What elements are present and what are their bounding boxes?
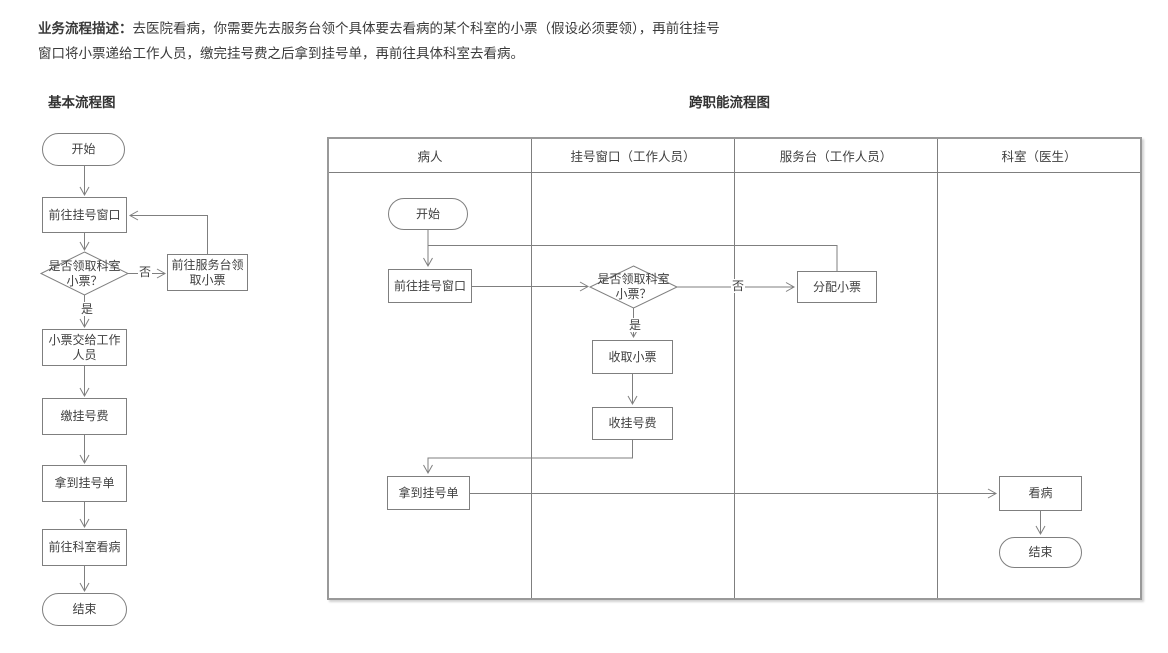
- lane-body-patient: [329, 173, 531, 598]
- swimlane-collect-ticket-step: 收取小票: [592, 340, 673, 374]
- swimlane-no-edge-label: 否: [731, 279, 746, 293]
- swimlane-assign-ticket-step: 分配小票: [797, 271, 877, 303]
- lane-service-desk: 服务台（工作人员）: [735, 139, 938, 598]
- swimlane-flowchart-title: 跨职能流程图: [689, 95, 770, 110]
- basic-goto-department-step: 前往科室看病: [42, 529, 127, 566]
- swimlane-start-terminator: 开始: [388, 198, 468, 230]
- basic-goto-service-desk-step: 前往服务台领 取小票: [167, 254, 248, 291]
- lane-header-registration-window: 挂号窗口（工作人员）: [532, 139, 734, 173]
- swimlane-goto-window-step: 前往挂号窗口: [388, 269, 472, 303]
- lane-body-registration-window: [532, 173, 734, 598]
- basic-end-terminator: 结束: [42, 593, 127, 626]
- lane-department: 科室（医生）: [938, 139, 1140, 598]
- basic-goto-window-step: 前往挂号窗口: [42, 197, 127, 233]
- lane-header-patient: 病人: [329, 139, 531, 173]
- lane-body-service-desk: [735, 173, 937, 598]
- basic-pay-fee-step: 缴挂号费: [42, 398, 127, 435]
- description-label: 业务流程描述：: [38, 21, 133, 36]
- lane-header-department: 科室（医生）: [938, 139, 1140, 173]
- description-line-2: 窗口将小票递给工作人员，缴完挂号费之后拿到挂号单，再前往具体科室去看病。: [38, 46, 524, 61]
- swimlane-decision-label: 是否领取科室 小票？: [597, 272, 670, 301]
- basic-no-edge-label: 否: [138, 265, 153, 279]
- lane-registration-window: 挂号窗口（工作人员）: [532, 139, 735, 598]
- basic-yes-edge-label: 是: [80, 302, 95, 316]
- basic-get-slip-step: 拿到挂号单: [42, 465, 127, 502]
- description-line-1: 业务流程描述：去医院看病，你需要先去服务台领个具体要去看病的某个科室的小票（假设…: [38, 16, 720, 41]
- swimlane-collect-fee-step: 收挂号费: [592, 407, 673, 440]
- swimlane-get-slip-step: 拿到挂号单: [387, 476, 470, 510]
- basic-give-ticket-step: 小票交给工作 人员: [42, 329, 127, 366]
- process-description: 业务流程描述：去医院看病，你需要先去服务台领个具体要去看病的某个科室的小票（假设…: [38, 16, 720, 66]
- description-text-1: 去医院看病，你需要先去服务台领个具体要去看病的某个科室的小票（假设必须要领），再…: [132, 21, 720, 36]
- lane-patient: 病人: [329, 139, 532, 598]
- swimlane-yes-edge-label: 是: [628, 318, 643, 332]
- lane-body-department: [938, 173, 1140, 598]
- basic-start-terminator: 开始: [42, 133, 125, 166]
- basic-flowchart-title: 基本流程图: [48, 95, 116, 110]
- basic-decision-label: 是否领取科室 小票？: [48, 258, 121, 288]
- swimlane-see-doctor-step: 看病: [999, 476, 1082, 511]
- lane-header-service-desk: 服务台（工作人员）: [735, 139, 937, 173]
- swimlane-end-terminator: 结束: [999, 537, 1082, 568]
